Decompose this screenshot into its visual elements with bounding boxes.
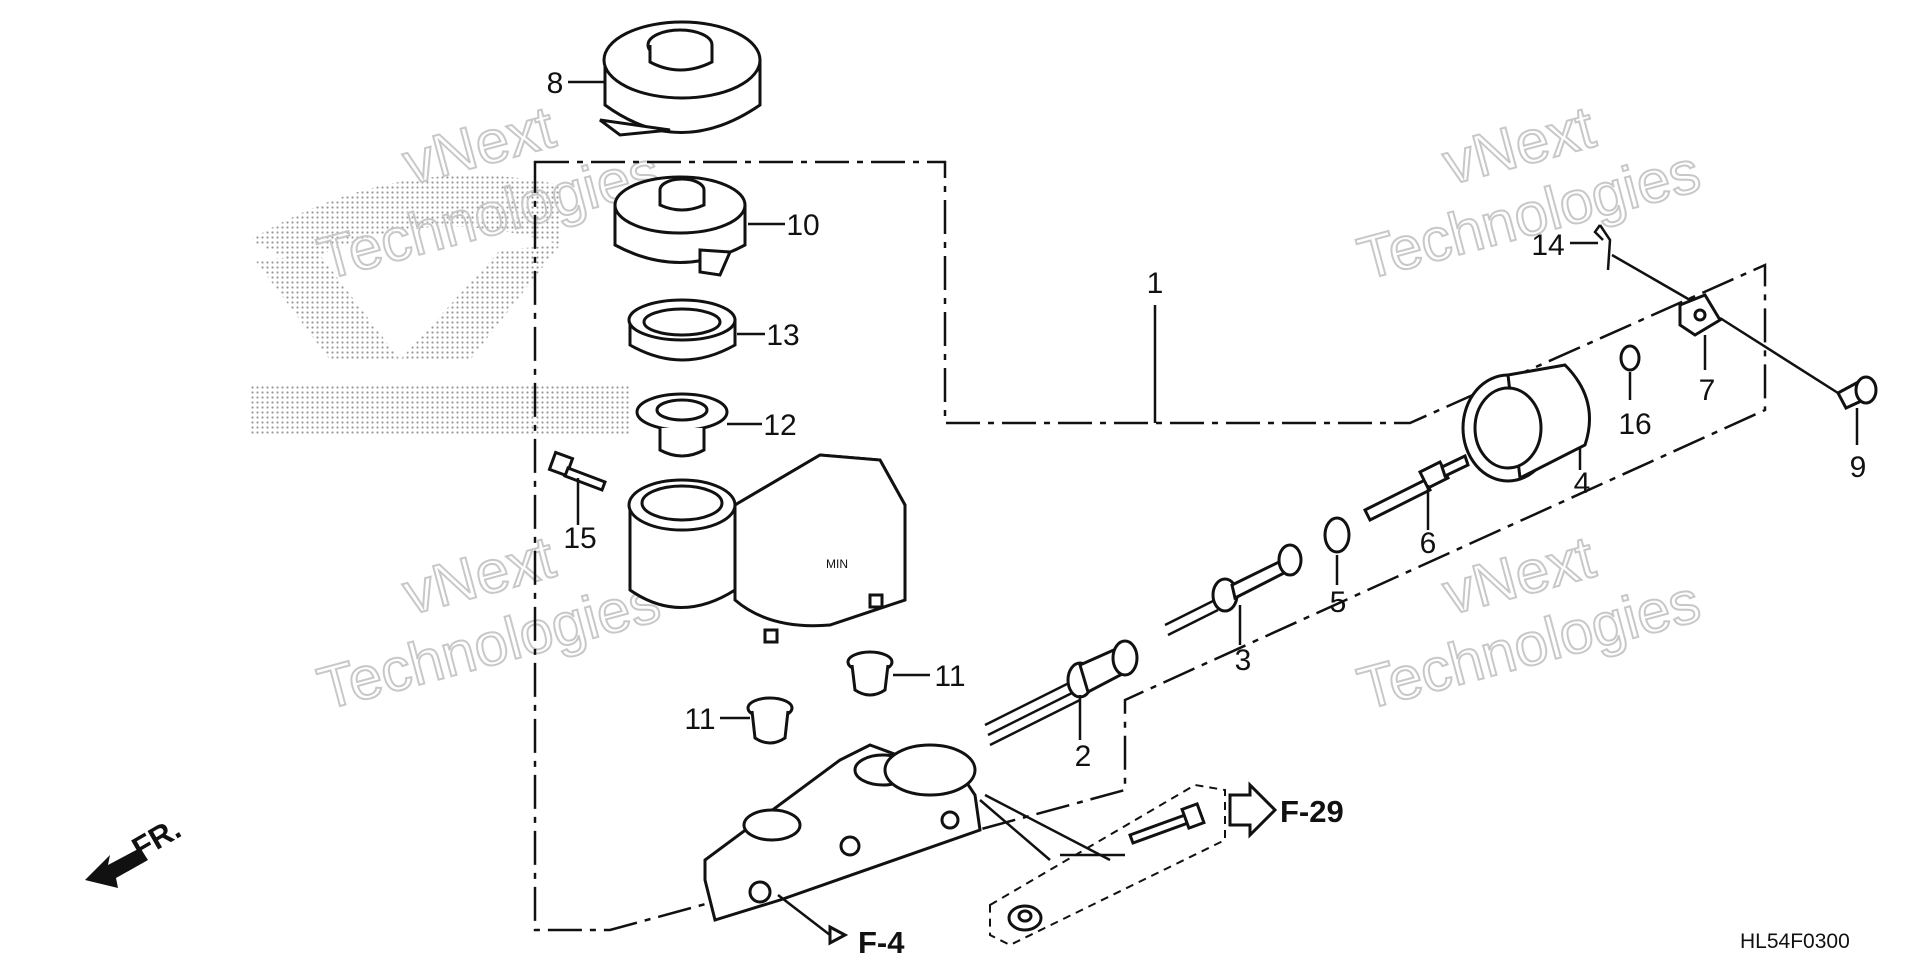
part-number-label: 15 <box>563 522 596 555</box>
part-number-label: 7 <box>1699 374 1716 407</box>
primary-piston <box>1164 543 1303 637</box>
front-direction-indicator: FR. <box>85 811 187 888</box>
circlip <box>1323 516 1351 554</box>
clevis <box>1678 293 1723 337</box>
leader-line <box>1719 316 1839 395</box>
part-number-label: 16 <box>1618 408 1651 441</box>
part-number-label: 8 <box>547 67 564 100</box>
grommet <box>846 650 894 697</box>
arrow-f4 <box>828 924 849 946</box>
part-number-label: 1 <box>1147 267 1164 300</box>
flange-nut <box>1007 904 1043 932</box>
part-number-label: 9 <box>1850 451 1867 484</box>
part-number-label: 10 <box>786 209 819 242</box>
part-number-label: 6 <box>1420 527 1437 560</box>
reservoir-min-mark: MIN <box>826 557 848 571</box>
honda-logo <box>250 175 630 435</box>
part-number-label: 11 <box>684 703 715 736</box>
lock-nut <box>1619 344 1641 372</box>
reservoir-cap <box>599 20 762 137</box>
push-rod <box>1362 453 1470 523</box>
part-number-label: 13 <box>766 319 799 352</box>
part-number-label: 11 <box>934 660 965 693</box>
part-number-label: 14 <box>1531 229 1564 262</box>
diagram-code: HL54F0300 <box>1740 930 1850 953</box>
reference-f29: F-29 <box>1280 794 1344 829</box>
diaphragm-plate <box>635 392 729 458</box>
bolt <box>547 450 607 492</box>
pin-clip <box>1593 224 1612 271</box>
master-cylinder-body <box>703 743 982 922</box>
secondary-piston <box>984 639 1139 747</box>
arrow-f29 <box>1228 781 1278 839</box>
leader-line <box>1611 253 1691 302</box>
part-number-label: 4 <box>1574 467 1591 500</box>
part-number-label: 5 <box>1330 586 1347 619</box>
flange-bolt <box>1128 801 1206 845</box>
leader-line <box>777 894 831 936</box>
leader-line <box>979 799 1051 861</box>
bolt-nut-box <box>989 783 1226 947</box>
part-number-label: 2 <box>1075 740 1092 773</box>
grommet <box>746 696 794 745</box>
reference-f4: F-4 <box>858 925 905 960</box>
diaphragm <box>627 298 737 362</box>
part-number-label: 3 <box>1235 644 1252 677</box>
leader-line <box>984 793 1111 862</box>
clevis-pin <box>1835 375 1878 410</box>
reservoir-tank: MIN <box>627 453 907 644</box>
reservoir-cap-inner <box>613 175 747 277</box>
part-number-label: 12 <box>763 409 796 442</box>
assembly-outline <box>533 160 1767 932</box>
dust-boot <box>1461 363 1591 483</box>
